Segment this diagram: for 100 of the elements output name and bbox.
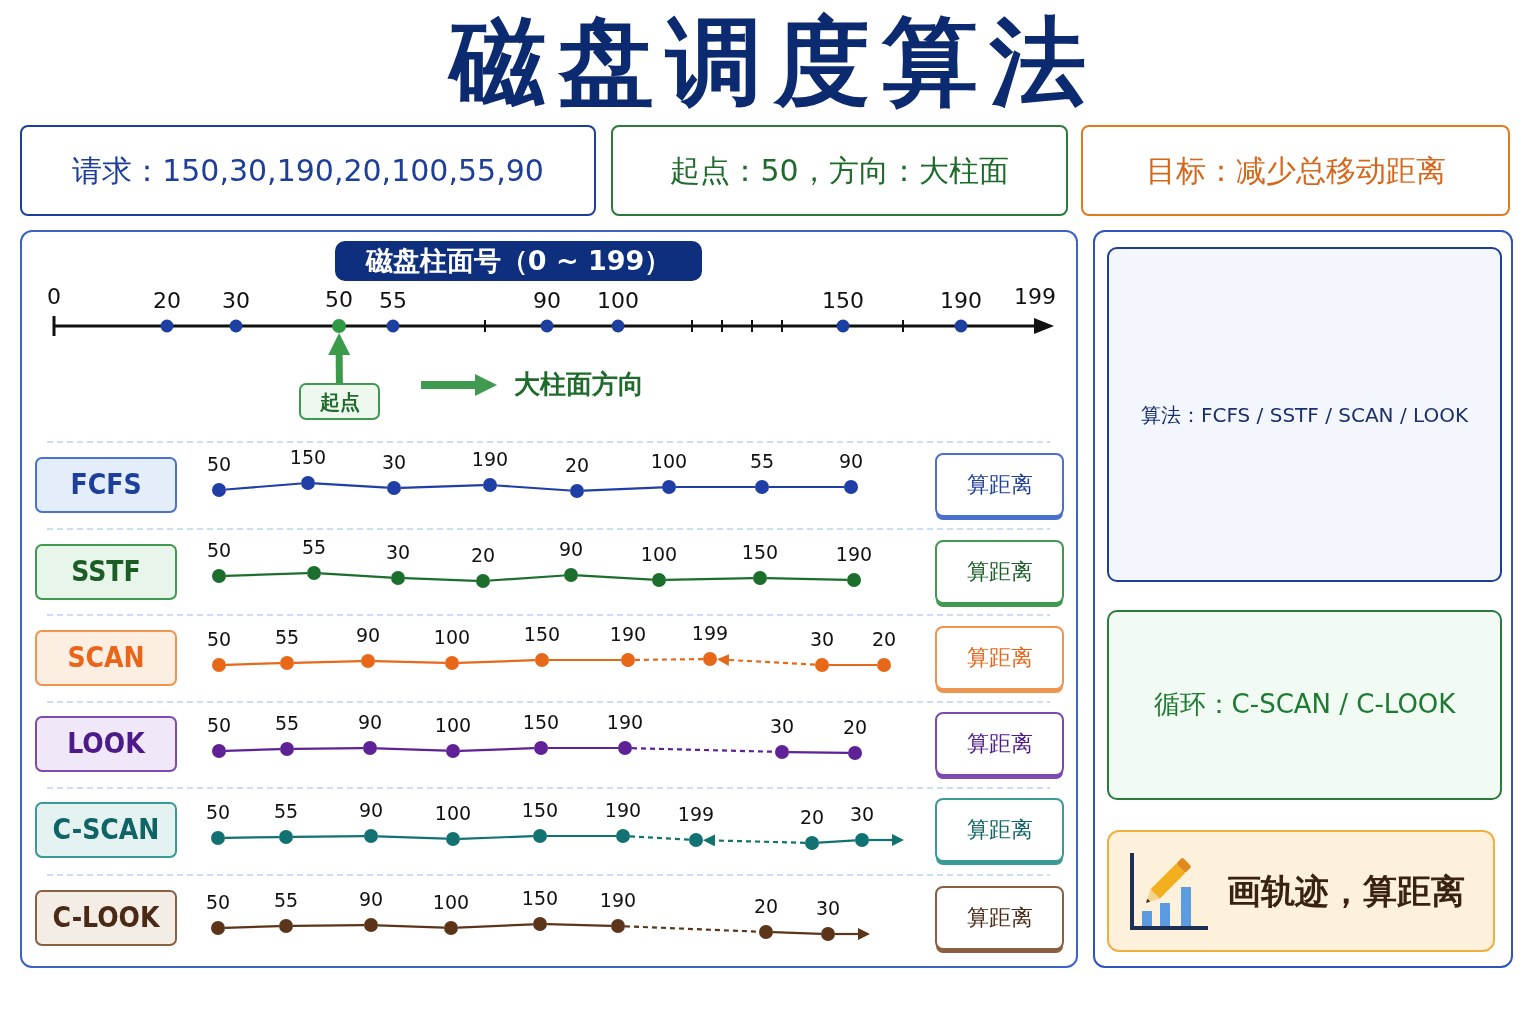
note-card: 算法：FCFS / SSTF / SCAN / LOOK bbox=[1107, 247, 1502, 582]
connector-line bbox=[818, 839, 856, 844]
value-label: 20 bbox=[871, 628, 897, 650]
value-label: 100 bbox=[434, 714, 472, 736]
axis-number: 90 bbox=[533, 288, 561, 314]
value-label: 190 bbox=[835, 543, 873, 565]
value-label: 199 bbox=[691, 622, 729, 644]
value-label: 150 bbox=[521, 799, 559, 821]
distance-card: 算距离 bbox=[935, 798, 1064, 862]
connector-line bbox=[489, 574, 565, 582]
connector-line bbox=[789, 751, 848, 754]
connector-line bbox=[225, 836, 279, 839]
value-label: 190 bbox=[606, 711, 644, 733]
connector-line bbox=[224, 925, 280, 929]
value-label: 30 bbox=[815, 897, 841, 919]
value-label: 20 bbox=[842, 716, 868, 738]
request-card: 请求：150,30,190,20,100,55,90 bbox=[20, 125, 596, 216]
value-label: 30 bbox=[385, 541, 411, 563]
distance-card: 算距离 bbox=[935, 886, 1064, 950]
connector-line bbox=[548, 746, 618, 750]
value-label: 50 bbox=[206, 539, 232, 561]
value-label: 55 bbox=[274, 626, 300, 648]
value-label: 150 bbox=[522, 711, 560, 733]
value-label: 50 bbox=[325, 287, 353, 312]
value-label: 90 bbox=[355, 624, 381, 646]
value-label: 50 bbox=[206, 453, 232, 475]
value-label: 190 bbox=[599, 889, 637, 911]
connector-line bbox=[459, 747, 535, 752]
connector-line bbox=[496, 484, 571, 492]
connector-line bbox=[457, 923, 534, 929]
connector-line bbox=[676, 485, 755, 489]
value-label: 100 bbox=[650, 450, 688, 472]
distance-card: 算距离 bbox=[935, 540, 1064, 604]
distance-card: 算距离 bbox=[935, 712, 1064, 776]
connector-line bbox=[583, 486, 663, 492]
axis-number: 20 bbox=[153, 288, 181, 314]
value-label: 50 bbox=[206, 714, 232, 736]
value-label: 30 bbox=[769, 715, 795, 737]
arrow bbox=[835, 928, 870, 940]
goal-card: 目标：减少总移动距离 bbox=[1081, 125, 1510, 216]
connector-line bbox=[404, 577, 477, 582]
side-panel bbox=[1093, 230, 1513, 968]
value-label: 20 bbox=[753, 895, 779, 917]
value-label: 30 bbox=[809, 628, 835, 650]
value-label: 50 bbox=[206, 628, 232, 650]
connector-line bbox=[225, 572, 308, 577]
connector-line bbox=[320, 572, 392, 579]
axis-number: 199 bbox=[1014, 284, 1056, 310]
algorithm-tag: LOOK bbox=[35, 716, 177, 772]
connector-line bbox=[577, 574, 653, 581]
connector-line bbox=[225, 748, 281, 752]
value-label: 100 bbox=[640, 543, 678, 565]
axis-number: 30 bbox=[222, 288, 250, 314]
connector-line bbox=[766, 577, 848, 581]
value-label: 50 bbox=[205, 891, 231, 913]
connector-line bbox=[293, 835, 364, 838]
start-tag: 起点 bbox=[299, 383, 380, 420]
note-card: 循环：C-SCAN / C-LOOK bbox=[1107, 610, 1502, 800]
value-label: 90 bbox=[558, 538, 584, 560]
axis-number: 55 bbox=[379, 288, 407, 314]
tip-card bbox=[1107, 830, 1495, 952]
value-label: 100 bbox=[433, 626, 471, 648]
value-label: 90 bbox=[358, 888, 384, 910]
tip-text: 画轨迹，算距离 bbox=[1227, 870, 1465, 912]
value-label: 190 bbox=[609, 623, 647, 645]
block-arrow bbox=[328, 333, 351, 384]
value-label: 150 bbox=[521, 887, 559, 909]
value-label: 150 bbox=[289, 446, 327, 468]
algorithm-tag: FCFS bbox=[35, 457, 177, 513]
connector-line bbox=[829, 663, 877, 667]
connector-line bbox=[547, 834, 616, 838]
connector-line bbox=[376, 747, 447, 752]
value-label: 55 bbox=[749, 450, 775, 472]
direction-label: 大柱面方向 bbox=[514, 370, 644, 400]
value-label: 190 bbox=[604, 799, 642, 821]
connector-line bbox=[374, 660, 446, 664]
connector-line bbox=[293, 924, 364, 927]
algorithm-tag: C-LOOK bbox=[35, 890, 177, 946]
connector-line bbox=[665, 577, 754, 581]
value-label: 90 bbox=[358, 799, 384, 821]
connector-line bbox=[293, 660, 362, 664]
connector-line bbox=[400, 484, 484, 489]
connector-line bbox=[225, 662, 281, 666]
value-label: 100 bbox=[432, 891, 470, 913]
distance-card: 算距离 bbox=[935, 453, 1064, 517]
arrow bbox=[869, 834, 904, 846]
axis-title-banner: 磁盘柱面号（0 ~ 199） bbox=[335, 241, 702, 281]
connector-line bbox=[459, 835, 534, 840]
connector-line bbox=[769, 485, 844, 489]
connector-line bbox=[458, 659, 536, 664]
axis-number: 100 bbox=[597, 288, 639, 314]
dashed-connector-line bbox=[629, 835, 690, 841]
axis-number: 150 bbox=[822, 288, 864, 314]
algorithm-tag: SSTF bbox=[35, 544, 177, 600]
value-label: 30 bbox=[381, 451, 407, 473]
value-label: 20 bbox=[799, 806, 825, 828]
connector-line bbox=[377, 835, 447, 840]
value-label: 100 bbox=[434, 802, 472, 824]
connector-line bbox=[314, 482, 388, 489]
value-label: 190 bbox=[471, 448, 509, 470]
